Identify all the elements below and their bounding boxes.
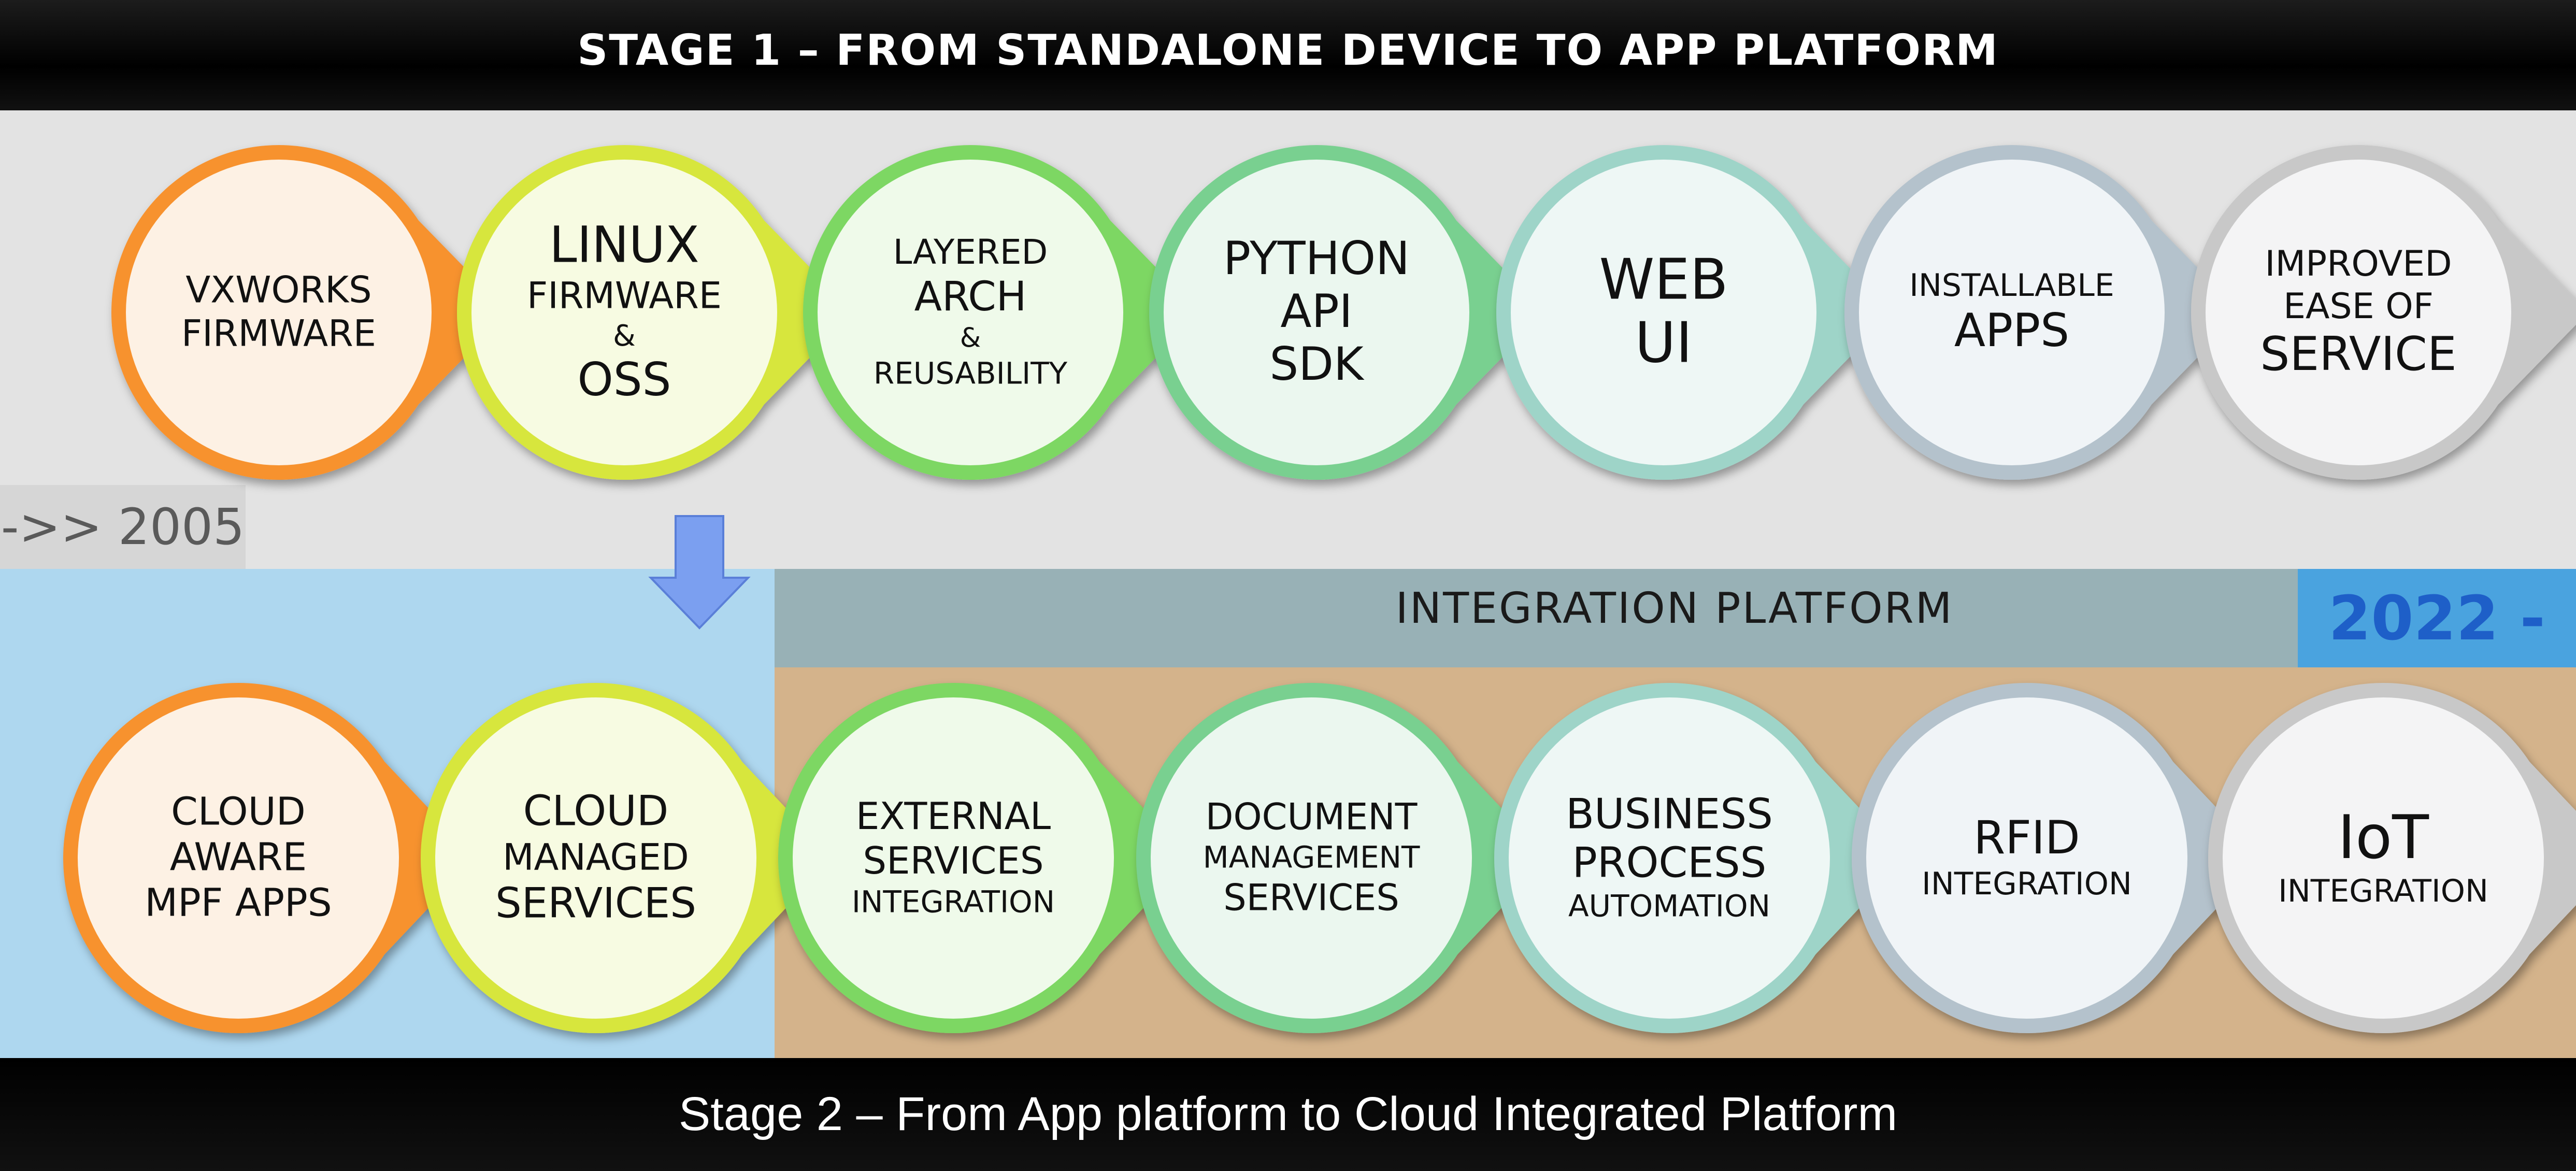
node-label: FIRMWARE — [181, 312, 376, 354]
node-label: LAYERED — [893, 232, 1048, 272]
node-label: MANAGED — [503, 836, 689, 878]
node-label: ARCH — [914, 274, 1027, 320]
year-2005-label: ->> 2005 — [0, 485, 246, 569]
node-label: DOCUMENT — [1206, 795, 1418, 838]
stage2-title: Stage 2 – From App platform to Cloud Int… — [678, 1088, 1898, 1140]
node-label: INTEGRATION — [852, 884, 1055, 920]
node-circle — [1509, 697, 1830, 1019]
node-label: PYTHON — [1223, 232, 1410, 285]
node-circle — [2206, 160, 2511, 465]
node-label: & — [613, 319, 636, 353]
node-label: SERVICES — [495, 879, 696, 927]
node-label: API — [1280, 284, 1352, 338]
down-arrow — [648, 515, 751, 630]
node-circle — [818, 160, 1123, 465]
node-circle — [2223, 697, 2544, 1019]
node-label: INTEGRATION — [2278, 873, 2488, 909]
node-label: MPF APPS — [145, 881, 332, 925]
node-label: SDK — [1269, 337, 1365, 391]
node-circle — [126, 160, 432, 465]
node-label: MANAGEMENT — [1203, 840, 1420, 875]
node-label: AUTOMATION — [1568, 889, 1770, 924]
node-label: & — [960, 323, 981, 354]
stage1-banner — [0, 0, 2576, 110]
node-circle — [78, 697, 399, 1019]
stage1-nodes: VXWORKSFIRMWARELINUXFIRMWARE&OSSLAYEREDA… — [111, 145, 2576, 480]
node-label: APPS — [1954, 304, 2069, 357]
node-label: EXTERNAL — [856, 794, 1051, 838]
node-label: REUSABILITY — [874, 356, 1068, 391]
node-label: SERVICES — [1223, 876, 1399, 919]
stage1-title: STAGE 1 – FROM STANDALONE DEVICE TO APP … — [577, 26, 1999, 75]
node-label: LINUX — [549, 216, 699, 274]
node-circle — [471, 160, 777, 465]
node-label: OSS — [578, 353, 671, 406]
node-label: FIRMWARE — [527, 274, 722, 317]
node-circle — [793, 697, 1114, 1019]
node-label: IoT — [2338, 803, 2429, 873]
node-label: BUSINESS — [1566, 790, 1773, 838]
node-circle — [435, 697, 756, 1019]
integration-platform-title: INTEGRATION PLATFORM — [1395, 584, 1954, 633]
node-label: CLOUD — [171, 790, 306, 834]
node-label: SERVICES — [863, 839, 1043, 882]
node-circle — [1859, 160, 2165, 465]
node-label: IMPROVED — [2265, 244, 2452, 284]
node-label: RFID — [1973, 811, 2080, 864]
node-label: CLOUD — [523, 787, 669, 835]
node-label: INSTALLABLE — [1909, 267, 2114, 304]
node-label: VXWORKS — [185, 268, 371, 311]
node-label: INTEGRATION — [1922, 866, 2132, 902]
node-circle — [1511, 160, 1816, 465]
node-label: UI — [1635, 311, 1693, 376]
node-circle — [1866, 697, 2187, 1019]
node-circle — [1164, 160, 1469, 465]
integration-platform-bar — [775, 569, 2298, 667]
stage2-banner — [0, 1058, 2576, 1171]
node-circle — [1151, 697, 1472, 1019]
node-label: WEB — [1599, 248, 1728, 312]
node-label: SERVICE — [2260, 327, 2456, 381]
node-label: AWARE — [170, 835, 307, 880]
node-label: EASE OF — [2283, 286, 2434, 327]
node-label: PROCESS — [1572, 839, 1767, 887]
